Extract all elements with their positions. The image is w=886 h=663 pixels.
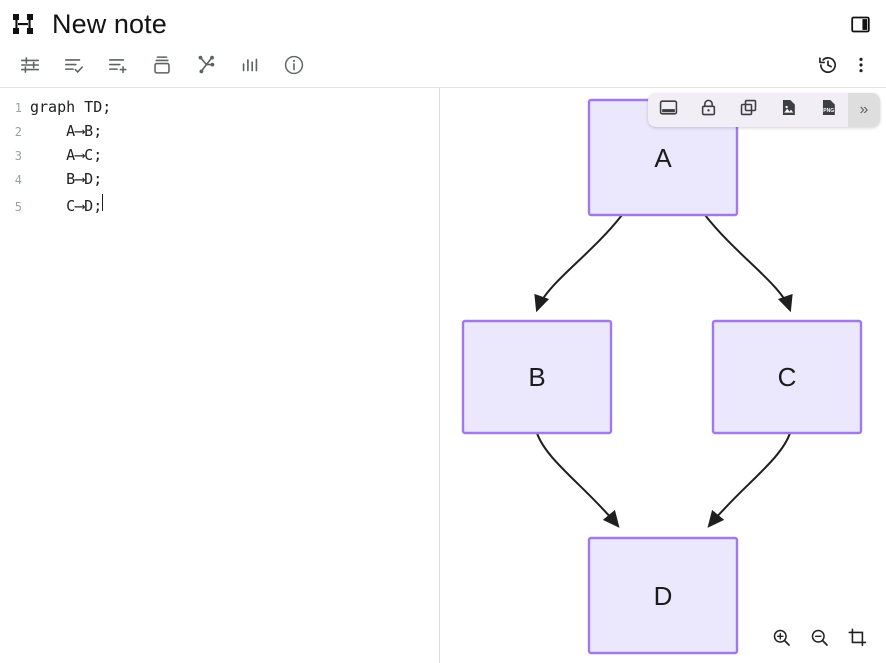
- node-shape: [461, 319, 613, 435]
- checklist-button[interactable]: [52, 51, 96, 85]
- magnifier-plus-icon: [771, 627, 792, 653]
- zoom-in-button[interactable]: [762, 623, 800, 657]
- line-content: C⟶D;: [30, 197, 103, 215]
- kebab-menu-icon: [851, 55, 871, 80]
- png-file-icon: PNG: [819, 98, 838, 122]
- copy-button[interactable]: [728, 93, 768, 127]
- diagram-edges: [534, 214, 793, 528]
- diagram-node-b[interactable]: B: [461, 319, 613, 435]
- graph-branch-button[interactable]: [184, 51, 228, 85]
- export-png-button[interactable]: PNG: [808, 93, 848, 127]
- chart-bars-button[interactable]: [228, 51, 272, 85]
- line-content: B⟶D;: [30, 170, 103, 188]
- magnifier-minus-icon: [809, 627, 830, 653]
- line-content: A⟶C;: [30, 146, 103, 164]
- layers-stack-icon: [151, 54, 173, 81]
- history-clock-icon: [817, 54, 839, 81]
- code-line: 3 A⟶C;: [0, 146, 439, 170]
- line-content: A⟶B;: [30, 122, 103, 140]
- more-options-button[interactable]: [848, 51, 874, 85]
- add-list-item-button[interactable]: [96, 51, 140, 85]
- line-number: 4: [14, 173, 22, 187]
- title-bar: New note: [0, 0, 886, 48]
- line-number: 2: [14, 125, 22, 139]
- code-line: 4 B⟶D;: [0, 170, 439, 194]
- lock-button[interactable]: [688, 93, 728, 127]
- node-label: C: [778, 362, 797, 392]
- node-label: B: [528, 362, 545, 392]
- selection-frame-icon: [10, 11, 36, 37]
- code-editor[interactable]: 1 graph TD; 2 A⟶B; 3 A⟶C; 4 B⟶D; 5 C⟶D;: [0, 88, 440, 663]
- settings-sliders-button[interactable]: [8, 51, 52, 85]
- line-number: 3: [14, 149, 22, 163]
- main-toolbar: [0, 48, 886, 88]
- node-label: D: [654, 581, 673, 611]
- info-button[interactable]: [272, 51, 316, 85]
- code-line: 1 graph TD;: [0, 98, 439, 122]
- right-panel-toggle-icon[interactable]: [846, 10, 874, 38]
- info-circle-icon: [283, 54, 305, 81]
- diagram-node-d[interactable]: D: [587, 536, 739, 655]
- list-plus-icon: [107, 54, 129, 81]
- version-history-button[interactable]: [808, 51, 848, 85]
- node-shape: [587, 536, 739, 655]
- edge-b-d: [536, 432, 620, 528]
- preview-toolbar: PNG »: [648, 93, 880, 127]
- more-tools-button[interactable]: »: [848, 93, 880, 127]
- text-caret: [102, 194, 104, 211]
- crop-fit-button[interactable]: [838, 623, 876, 657]
- stack-layers-button[interactable]: [140, 51, 184, 85]
- git-branch-icon: [195, 54, 217, 81]
- fit-to-screen-button[interactable]: [648, 93, 688, 127]
- lock-closed-icon: [699, 98, 718, 122]
- export-image-button[interactable]: [768, 93, 808, 127]
- zoom-controls: [762, 623, 876, 657]
- copy-duplicate-icon: [739, 98, 758, 122]
- bar-chart-icon: [239, 54, 261, 81]
- image-file-icon: [779, 98, 798, 122]
- page-title: New note: [52, 8, 167, 39]
- line-number: 1: [14, 101, 22, 115]
- node-shape: [711, 319, 863, 435]
- diagram-preview[interactable]: A B C D: [440, 88, 886, 663]
- tune-sliders-icon: [19, 54, 41, 81]
- window-fit-icon: [659, 98, 678, 122]
- svg-text:PNG: PNG: [823, 108, 834, 114]
- edge-a-c: [704, 214, 793, 313]
- zoom-out-button[interactable]: [800, 623, 838, 657]
- edge-c-d: [707, 432, 791, 528]
- line-number: 5: [14, 200, 22, 214]
- content-split: 1 graph TD; 2 A⟶B; 3 A⟶C; 4 B⟶D; 5 C⟶D;: [0, 88, 886, 663]
- list-check-icon: [63, 54, 85, 81]
- code-line: 5 C⟶D;: [0, 194, 439, 218]
- crop-icon: [847, 627, 868, 653]
- edge-a-b: [534, 214, 623, 313]
- line-content: graph TD;: [30, 98, 112, 116]
- diagram-node-c[interactable]: C: [711, 319, 863, 435]
- mermaid-diagram: A B C D: [461, 98, 863, 655]
- node-label: A: [654, 143, 672, 173]
- code-line: 2 A⟶B;: [0, 122, 439, 146]
